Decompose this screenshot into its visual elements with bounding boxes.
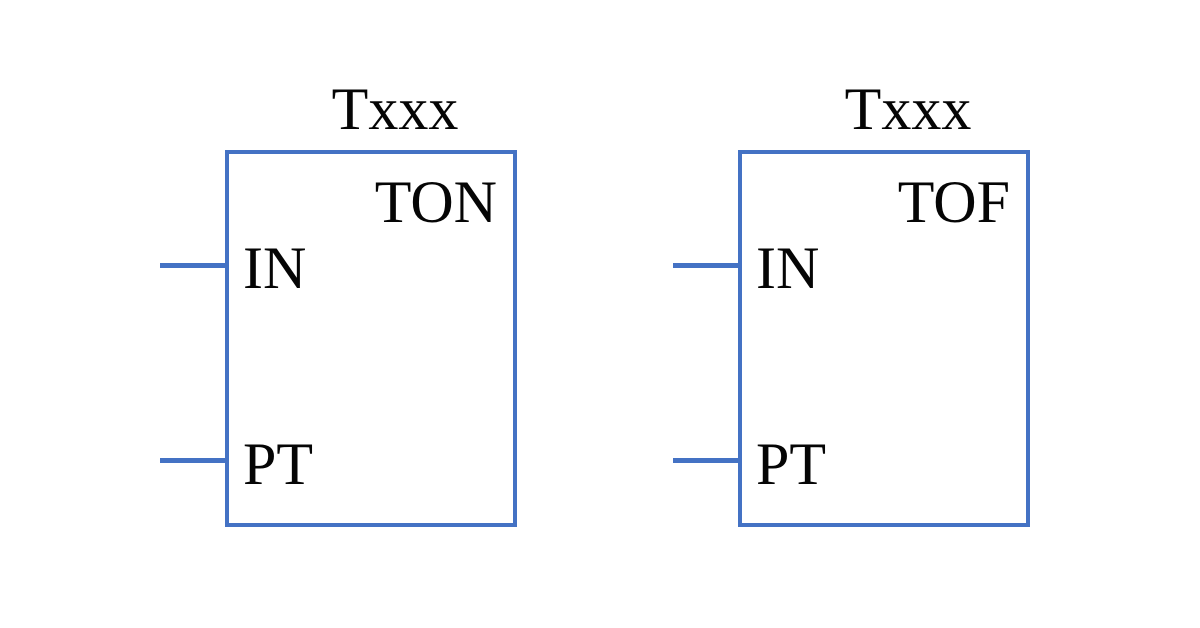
timer-block-tof: Txxx TOF IN PT bbox=[673, 64, 1033, 544]
input-label-pt: PT bbox=[756, 431, 827, 497]
function-block-body bbox=[738, 150, 1030, 527]
timer-block-ton: Txxx TON IN PT bbox=[160, 64, 520, 544]
input-label-pt: PT bbox=[243, 431, 314, 497]
input-wire-pt bbox=[160, 458, 227, 463]
timer-instance-label: Txxx bbox=[844, 76, 972, 142]
timer-type-label: TON bbox=[374, 169, 497, 235]
function-block-body bbox=[225, 150, 517, 527]
timer-type-label: TOF bbox=[897, 169, 1010, 235]
input-wire-in bbox=[160, 263, 227, 268]
input-wire-in bbox=[673, 263, 740, 268]
input-label-in: IN bbox=[243, 235, 307, 301]
input-label-in: IN bbox=[756, 235, 820, 301]
timer-instance-label: Txxx bbox=[331, 76, 459, 142]
input-wire-pt bbox=[673, 458, 740, 463]
